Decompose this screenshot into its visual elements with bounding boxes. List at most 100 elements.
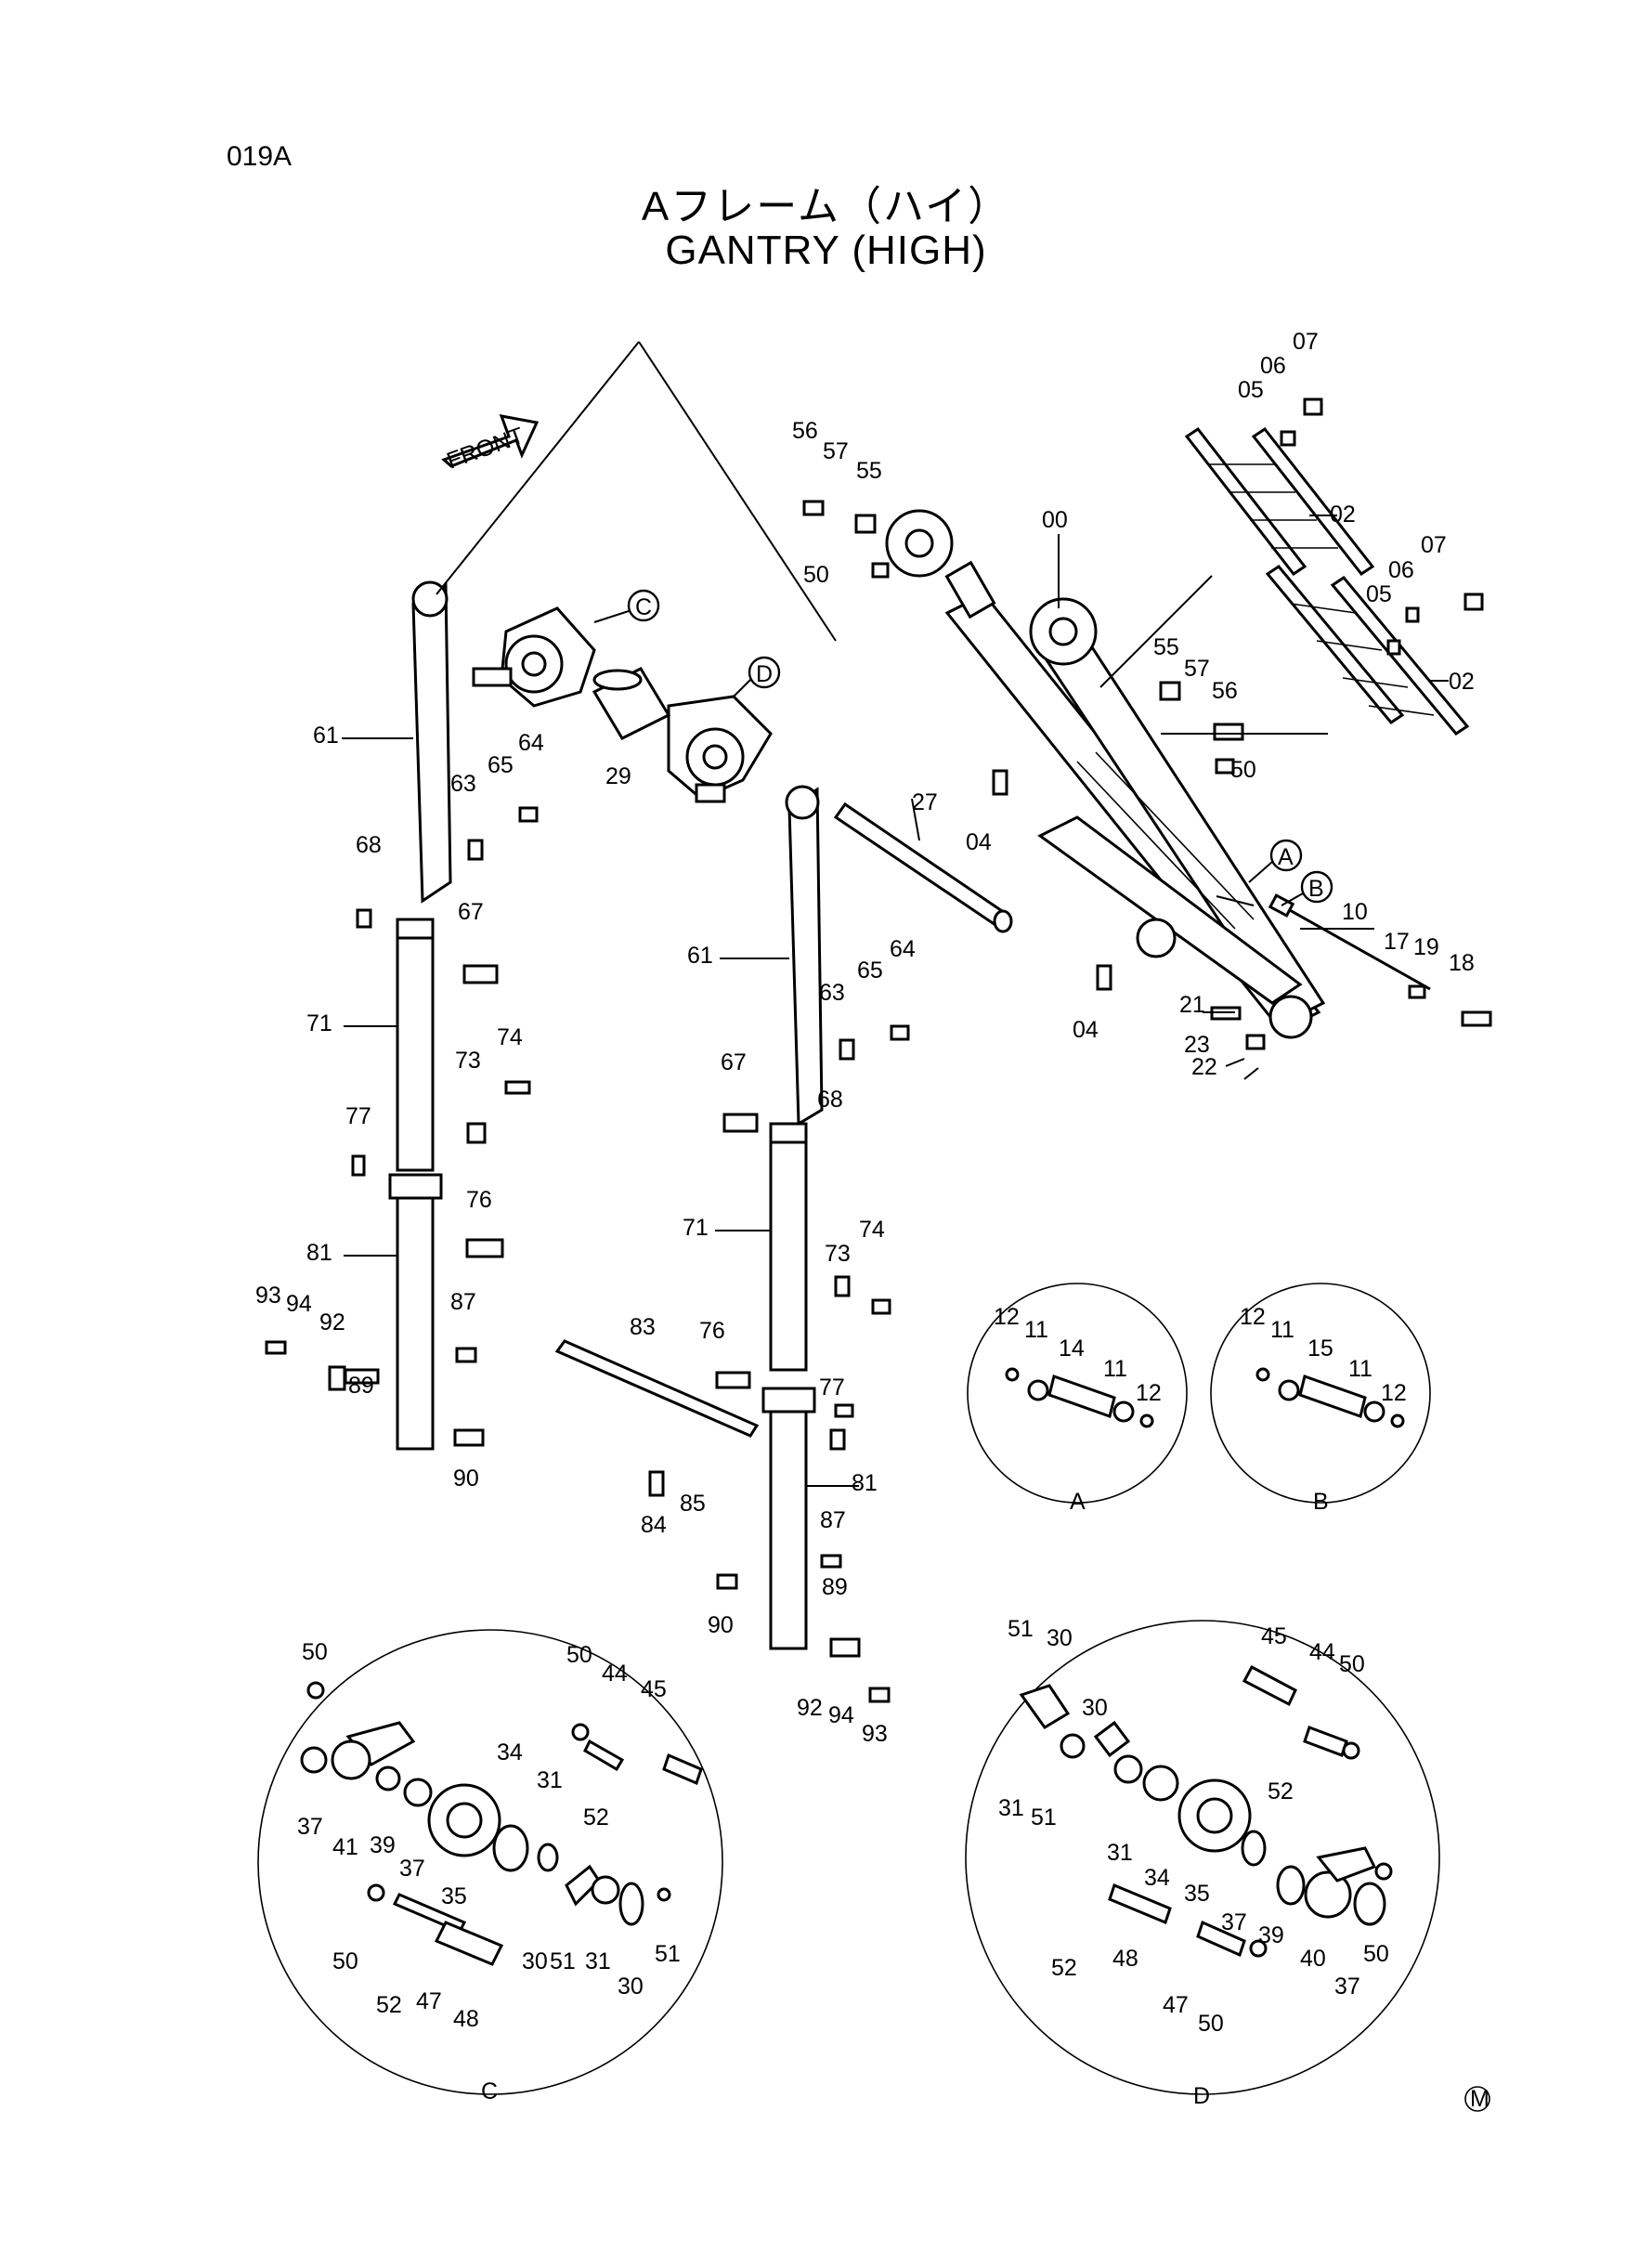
part-number-label-31: 31 xyxy=(585,1948,611,1974)
part-number-label-30: 30 xyxy=(1082,1695,1108,1721)
part-number-label-47: 47 xyxy=(416,1988,442,2014)
link-81-left xyxy=(388,1173,443,1451)
svg-text:C: C xyxy=(481,2078,498,2104)
part-number-label-92: 92 xyxy=(797,1695,823,1721)
part-number-label-76: 76 xyxy=(699,1318,725,1344)
part-number-label-48: 48 xyxy=(1112,1946,1138,1972)
part-number-label-44: 44 xyxy=(602,1661,628,1687)
part-number-label-50: 50 xyxy=(803,562,829,588)
ladder-upper xyxy=(1184,426,1375,577)
svg-text:A: A xyxy=(1278,844,1294,870)
part-number-label-12: 12 xyxy=(1381,1380,1407,1406)
part-number-label-51: 51 xyxy=(655,1941,681,1967)
part-number-label-50: 50 xyxy=(566,1642,592,1668)
part-number-label-35: 35 xyxy=(1184,1881,1210,1907)
part-number-label-50: 50 xyxy=(1363,1941,1389,1967)
part-number-label-10: 10 xyxy=(1342,899,1368,925)
part-number-label-04: 04 xyxy=(1073,1017,1099,1043)
front-arrow: FRONT xyxy=(441,414,540,475)
part-number-label-12: 12 xyxy=(1136,1380,1162,1406)
part-number-label-31: 31 xyxy=(537,1767,563,1793)
part-number-label-67: 67 xyxy=(721,1049,747,1075)
callout-marker-c: C xyxy=(593,589,660,623)
part-number-label-63: 63 xyxy=(819,980,845,1006)
part-number-label-07: 07 xyxy=(1421,532,1447,558)
part-number-label-57: 57 xyxy=(1184,656,1210,682)
part-number-label-41: 41 xyxy=(332,1834,358,1860)
part-number-label-50: 50 xyxy=(302,1639,328,1665)
svg-text:A: A xyxy=(1070,1489,1086,1515)
part-number-label-52: 52 xyxy=(1268,1778,1294,1804)
part-number-label-61: 61 xyxy=(687,943,713,969)
manufacturer-mark: M xyxy=(1464,2086,1490,2112)
leader-lines xyxy=(342,341,1449,1487)
part-number-label-30: 30 xyxy=(618,1974,644,2000)
part-number-label-45: 45 xyxy=(641,1676,667,1702)
ladder-lower xyxy=(1265,565,1470,736)
bracket-assembly-d xyxy=(667,695,773,803)
part-number-label-71: 71 xyxy=(683,1215,709,1241)
part-number-label-04: 04 xyxy=(966,829,992,855)
callout-marker-b: B xyxy=(1281,870,1333,906)
part-number-label-50: 50 xyxy=(1339,1651,1365,1677)
svg-text:B: B xyxy=(1308,876,1324,902)
part-number-label-71: 71 xyxy=(306,1010,332,1036)
part-number-label-81: 81 xyxy=(306,1240,332,1266)
part-number-label-64: 64 xyxy=(890,936,916,962)
part-number-label-31: 31 xyxy=(998,1795,1024,1821)
link-71-center xyxy=(769,1122,808,1372)
part-number-label-89: 89 xyxy=(348,1373,374,1399)
detail-circle-c: C xyxy=(257,1629,723,2104)
part-number-label-51: 51 xyxy=(1008,1616,1034,1642)
callout-marker-d: D xyxy=(733,656,781,697)
part-number-label-34: 34 xyxy=(497,1739,523,1765)
part-number-label-90: 90 xyxy=(453,1466,479,1492)
part-number-label-40: 40 xyxy=(1300,1946,1326,1972)
svg-text:D: D xyxy=(756,661,773,687)
part-number-label-68: 68 xyxy=(356,832,382,858)
callout-marker-a: A xyxy=(1248,839,1303,883)
part-number-label-37: 37 xyxy=(1334,1974,1360,2000)
detail-circle-d: D xyxy=(965,1620,1440,2109)
part-number-label-55: 55 xyxy=(1153,634,1179,660)
title-japanese: Aフレーム（ハイ） xyxy=(641,184,1011,229)
part-number-label-21: 21 xyxy=(1179,992,1205,1018)
part-number-label-73: 73 xyxy=(455,1048,481,1074)
strip-83 xyxy=(554,1339,760,1438)
part-number-label-77: 77 xyxy=(345,1103,371,1129)
part-number-label-47: 47 xyxy=(1163,1992,1189,2018)
detail-circle-a: A xyxy=(967,1283,1188,1515)
part-number-label-11: 11 xyxy=(1024,1317,1048,1343)
part-number-label-02: 02 xyxy=(1449,669,1475,695)
part-number-label-51: 51 xyxy=(1031,1804,1057,1831)
part-number-label-06: 06 xyxy=(1260,353,1286,379)
part-number-label-94: 94 xyxy=(286,1291,312,1317)
part-number-label-94: 94 xyxy=(828,1702,854,1728)
part-number-label-11: 11 xyxy=(1348,1356,1372,1382)
part-number-label-45: 45 xyxy=(1261,1623,1287,1649)
part-number-label-87: 87 xyxy=(450,1289,476,1315)
part-number-label-73: 73 xyxy=(825,1241,851,1267)
svg-text:B: B xyxy=(1313,1489,1329,1515)
part-number-label-37: 37 xyxy=(1221,1909,1247,1935)
part-number-label-06: 06 xyxy=(1388,557,1414,583)
part-number-label-50: 50 xyxy=(332,1948,358,1974)
bracket-assembly-c xyxy=(472,606,596,708)
part-number-label-68: 68 xyxy=(817,1087,843,1113)
part-number-label-77: 77 xyxy=(819,1375,845,1401)
part-number-label-74: 74 xyxy=(859,1217,885,1243)
part-number-labels: 0706050207060502005657555055575650042761… xyxy=(255,329,1475,2037)
part-number-label-18: 18 xyxy=(1449,950,1475,976)
link-81-center xyxy=(761,1387,816,1650)
part-number-label-85: 85 xyxy=(680,1491,706,1517)
part-number-label-92: 92 xyxy=(319,1309,345,1335)
part-number-label-55: 55 xyxy=(856,458,882,484)
part-number-label-90: 90 xyxy=(708,1612,734,1638)
part-number-label-11: 11 xyxy=(1270,1317,1294,1343)
part-number-label-84: 84 xyxy=(641,1512,667,1538)
part-number-label-50: 50 xyxy=(1198,2011,1224,2037)
part-number-label-56: 56 xyxy=(1212,678,1238,704)
part-number-label-37: 37 xyxy=(399,1856,425,1882)
part-number-label-39: 39 xyxy=(1258,1922,1284,1948)
part-number-label-65: 65 xyxy=(488,752,514,778)
